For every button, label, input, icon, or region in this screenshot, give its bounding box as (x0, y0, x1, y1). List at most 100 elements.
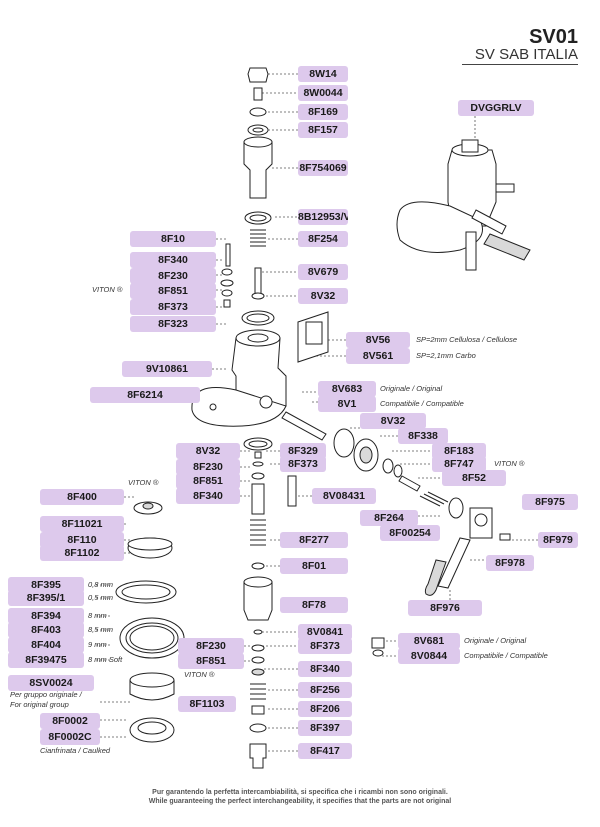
part-label-8v08431: 8V08431 (312, 488, 376, 504)
part-label-8f254: 8F254 (298, 231, 348, 247)
part-label-8f230: 8F230 (130, 268, 216, 284)
part-label-8f264: 8F264 (360, 510, 418, 526)
part-label-8w14: 8W14 (298, 66, 348, 82)
part-label-8f373: 8F373 (298, 638, 352, 654)
top-stack-parts (220, 67, 275, 326)
part-label-8w0044: 8W0044 (298, 85, 348, 101)
part-label-8f851: 8F851 (178, 653, 244, 669)
part-label-8v681: 8V681 (398, 633, 460, 649)
part-label-8f373: 8F373 (130, 299, 216, 315)
part-label-8f978: 8F978 (486, 555, 534, 571)
part-label-8v0841: 8V0841 (298, 624, 352, 640)
part-label-8f157: 8F157 (298, 122, 348, 138)
note-viton: VITON ® (92, 285, 123, 294)
note-compatible: Compatibile / Compatible (380, 399, 464, 408)
part-label-8f329: 8F329 (280, 443, 326, 459)
left-parts (115, 501, 185, 743)
part-label-8v561: 8V561 (346, 348, 410, 364)
part-label-8f395: 8F395 (8, 577, 84, 593)
model-code: SV01 (529, 26, 578, 48)
part-label-8f976: 8F976 (408, 600, 482, 616)
note-thickness: 8 mm Soft (88, 655, 123, 664)
part-label-8f979: 8F979 (538, 532, 578, 548)
note-thickness: 8 mm (88, 611, 107, 620)
note-sp-cellulose: SP=2mm Cellulosa / Cellulose (416, 335, 518, 344)
part-label-8f00254: 8F00254 (380, 525, 440, 541)
part-label-8v32: 8V32 (360, 413, 426, 429)
part-label-8f338: 8F338 (398, 428, 448, 444)
part-label-8f747: 8F747 (432, 456, 486, 472)
note-original: Originale / Original (464, 636, 527, 645)
part-label-8f395-1: 8F395/1 (8, 590, 84, 606)
footer-disclaimer-en: While guaranteeing the perfect interchan… (148, 798, 452, 805)
part-label-8f373: 8F373 (280, 456, 326, 472)
part-label-8f256: 8F256 (298, 682, 352, 698)
part-label-8v56: 8V56 (346, 332, 410, 348)
part-label-8f230: 8F230 (178, 638, 244, 654)
part-label-8f400: 8F400 (40, 489, 124, 505)
part-label-8f851: 8F851 (176, 473, 240, 489)
note-compatible: Compatibile / Compatible (464, 651, 548, 660)
part-label-8f394: 8F394 (8, 608, 84, 624)
part-label-8v32: 8V32 (298, 288, 348, 304)
part-label-8f277: 8F277 (280, 532, 348, 548)
lower-stack-parts (243, 437, 385, 769)
note-sp-carbo: SP=2,1mm Carbo (416, 351, 476, 360)
part-label-8f78: 8F78 (280, 597, 348, 613)
part-label-8f323: 8F323 (130, 316, 216, 332)
header-rule (462, 64, 578, 65)
part-label-8f01: 8F01 (280, 558, 348, 574)
part-label-8f206: 8F206 (298, 701, 352, 717)
part-label-8f169: 8F169 (298, 104, 348, 120)
note-caulked: Cianfrinata / Caulked (40, 746, 111, 755)
part-label-dvggrlv: DVGGRLV (458, 100, 534, 116)
group-body (191, 311, 329, 427)
part-label-8f975: 8F975 (522, 494, 578, 510)
part-label-8f1102: 8F1102 (40, 545, 124, 561)
part-label-8f404: 8F404 (8, 637, 84, 653)
part-label-8f340: 8F340 (298, 661, 352, 677)
part-label-8f230: 8F230 (176, 459, 240, 475)
part-label-8sv0024: 8SV0024 (8, 675, 94, 691)
part-label-8v679: 8V679 (298, 264, 348, 280)
part-label-8f417: 8F417 (298, 743, 352, 759)
note-viton: VITON ® (494, 459, 525, 468)
footer-disclaimer-it: Pur garantendo la perfetta intercambiabi… (152, 789, 448, 796)
part-label-8f6214: 8F6214 (90, 387, 200, 403)
part-label-8f39475: 8F39475 (8, 652, 84, 668)
part-label-8f183: 8F183 (432, 443, 486, 459)
note-thickness: 9 mm (88, 640, 107, 649)
note-viton: VITON ® (128, 478, 159, 487)
part-label-8f11021: 8F11021 (40, 516, 124, 532)
part-label-8f397: 8F397 (298, 720, 352, 736)
note-original: Originale / Original (380, 384, 443, 393)
note-thickness: 0,5 mm (88, 593, 114, 602)
brand-name: SV SAB ITALIA (474, 46, 578, 63)
note-thickness: 0,8 mm (88, 580, 114, 589)
part-label-8f0002c: 8F0002C (40, 729, 100, 745)
part-label-8f754069: 8F754069 (298, 160, 348, 176)
part-label-8v32: 8V32 (176, 443, 240, 459)
part-label-8b12953v: 8B12953/V (298, 209, 348, 225)
part-label-8f851: 8F851 (130, 283, 216, 299)
note-original-group: For original group (10, 700, 69, 709)
part-label-8f0002: 8F0002 (40, 713, 100, 729)
part-label-8v0844: 8V0844 (398, 648, 460, 664)
part-label-8f110: 8F110 (40, 532, 124, 548)
part-label-8f52: 8F52 (442, 470, 506, 486)
part-label-9v10861: 9V10861 (122, 361, 212, 377)
part-label-8f403: 8F403 (8, 622, 84, 638)
part-label-8f340: 8F340 (130, 252, 216, 268)
part-label-8f1103: 8F1103 (178, 696, 236, 712)
valve-assembly (281, 411, 511, 596)
part-label-8v1: 8V1 (318, 396, 376, 412)
part-label-8v683: 8V683 (318, 381, 376, 397)
leader-lines (96, 73, 538, 752)
note-viton: VITON ® (184, 670, 215, 679)
note-original-group: Per gruppo originale / (10, 690, 82, 699)
part-label-8f10: 8F10 (130, 231, 216, 247)
note-thickness: 8,5 mm (88, 625, 114, 634)
part-label-8f340: 8F340 (176, 488, 240, 504)
assembled-group (396, 139, 531, 271)
